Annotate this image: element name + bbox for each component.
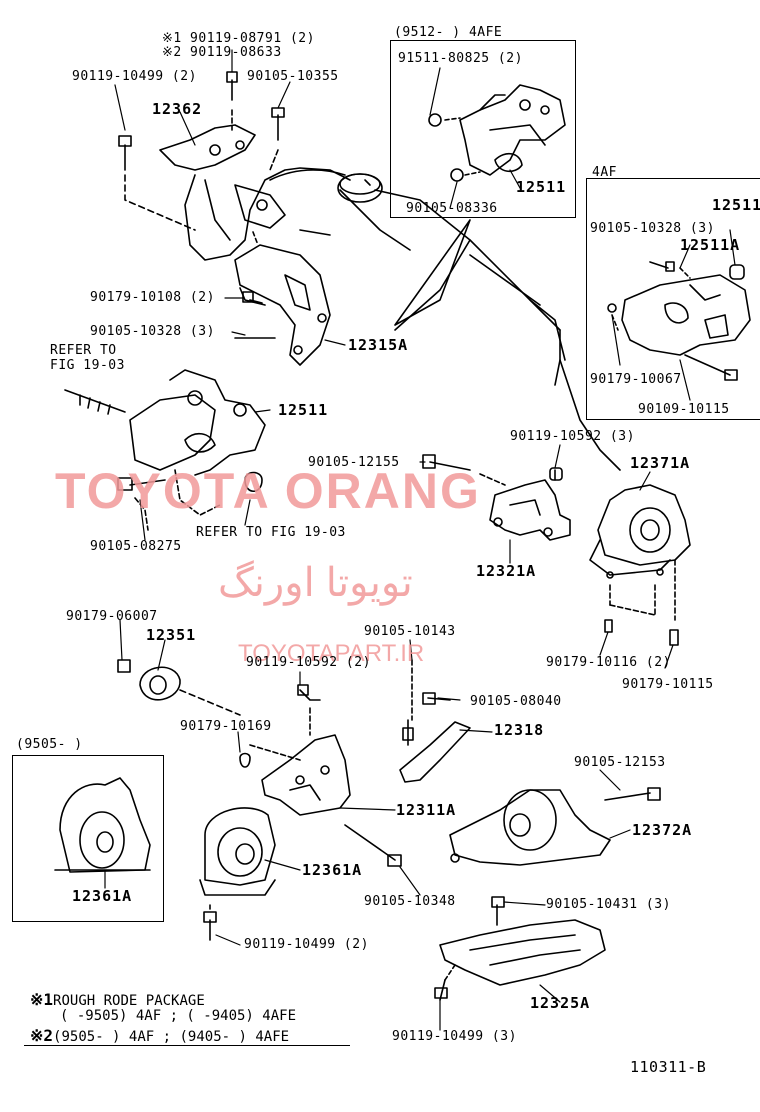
part-label[interactable]: 90105-08336: [406, 201, 498, 216]
part-label[interactable]: 90105-10328 (3): [90, 324, 215, 339]
part-label[interactable]: 90119-10499 (2): [244, 937, 369, 952]
part-label[interactable]: 91511-80825 (2): [398, 51, 523, 66]
part-label[interactable]: 90179-10108 (2): [90, 290, 215, 305]
part-label[interactable]: 12511: [516, 178, 567, 196]
part-label[interactable]: 90119-10592 (2): [246, 655, 371, 670]
part-label[interactable]: 12511: [278, 401, 329, 419]
part-label[interactable]: 90105-10431 (3): [546, 897, 671, 912]
mount-12372A: [449, 787, 661, 866]
part-label[interactable]: 12361A: [72, 887, 133, 905]
part-label[interactable]: 12351: [146, 626, 197, 644]
part-label[interactable]: ※2 90119-08633: [162, 45, 282, 60]
footnote-1-detail: ( -9505) 4AF ; ( -9405) 4AFE: [60, 1008, 297, 1024]
part-label[interactable]: 90105-08275: [90, 539, 182, 554]
bracket-12311A: [239, 684, 402, 867]
part-label[interactable]: 90179-10067: [590, 372, 682, 387]
part-label[interactable]: 12371A: [630, 454, 691, 472]
part-label[interactable]: 12318: [494, 721, 545, 739]
footnote-text: (9505- ) 4AF ; (9405- ) 4AFE: [53, 1029, 290, 1045]
footnote-divider: [24, 1045, 350, 1046]
reference-label[interactable]: REFER TO: [50, 343, 117, 358]
watermark-site: TOYOTAPART.IR: [238, 640, 425, 667]
reference-label[interactable]: FIG 19-03: [50, 358, 125, 373]
diagram-id: 110311-B: [630, 1058, 707, 1076]
mount-12511-4AFE: [394, 84, 566, 326]
variant-header: (9505- ): [16, 737, 83, 752]
variant-box-9505: [12, 755, 164, 922]
part-label[interactable]: 90105-12153: [574, 755, 666, 770]
part-label[interactable]: 12325A: [530, 994, 591, 1012]
variant-header: (9512- ) 4AFE: [394, 25, 503, 40]
mount-12371A: [589, 484, 691, 646]
part-label[interactable]: 90105-10348: [364, 894, 456, 909]
part-label[interactable]: 90105-10355: [247, 69, 339, 84]
footnote-1: ※1ROUGH RODE PACKAGE: [30, 990, 205, 1009]
stay-12318: [399, 659, 471, 783]
watermark-persian: تویوتا اورنگ: [218, 561, 413, 605]
plate-12325A: [434, 896, 606, 1001]
part-label[interactable]: 12321A: [476, 562, 537, 580]
part-label[interactable]: 12511A: [680, 236, 741, 254]
part-label[interactable]: 90179-10115: [622, 677, 714, 692]
mount-12361A: [199, 807, 276, 941]
part-label[interactable]: 12511: [712, 196, 760, 214]
variant-header: 4AF: [592, 165, 617, 180]
part-label[interactable]: 12311A: [396, 801, 457, 819]
part-label[interactable]: 12315A: [348, 336, 409, 354]
part-label[interactable]: 12372A: [632, 821, 693, 839]
footnote-mark: ※2: [30, 1026, 54, 1045]
part-label[interactable]: 90105-12155: [308, 455, 400, 470]
bushing-12351: [117, 659, 241, 716]
variant-box-4AFE: [390, 40, 576, 218]
part-label[interactable]: 90179-10116 (2): [546, 655, 671, 670]
part-label[interactable]: 12362: [152, 100, 203, 118]
mount-12511-left: [64, 369, 266, 531]
part-label[interactable]: 90109-10115: [638, 402, 730, 417]
part-label[interactable]: 90119-10499 (3): [392, 1029, 517, 1044]
leader-lines: [104, 49, 736, 1031]
variant-box-4AF: [586, 178, 760, 420]
mount-12361A-9505: [54, 777, 151, 873]
bracket-12315A: [234, 231, 331, 366]
footnote-2: ※2(9505- ) 4AF ; (9405- ) 4AFE: [30, 1026, 289, 1045]
part-label[interactable]: 90119-10499 (2): [72, 69, 197, 84]
part-label[interactable]: 12361A: [302, 861, 363, 879]
part-label[interactable]: 90105-10328 (3): [590, 221, 715, 236]
footnote-mark: ※1: [30, 990, 54, 1009]
part-label[interactable]: 90179-10169: [180, 719, 272, 734]
engine-outline: [269, 169, 621, 471]
mount-bracket-12362: [118, 71, 351, 261]
part-label[interactable]: 90119-10592 (3): [510, 429, 635, 444]
part-label[interactable]: 90179-06007: [66, 609, 158, 624]
part-label[interactable]: 90105-10143: [364, 624, 456, 639]
watermark-brand: TOYOTA ORANG: [55, 463, 481, 519]
footnote-text: ROUGH RODE PACKAGE: [53, 993, 205, 1009]
part-label[interactable]: ※1 90119-08791 (2): [162, 31, 315, 46]
reference-label[interactable]: REFER TO FIG 19-03: [196, 525, 346, 540]
part-label[interactable]: 90105-08040: [470, 694, 562, 709]
